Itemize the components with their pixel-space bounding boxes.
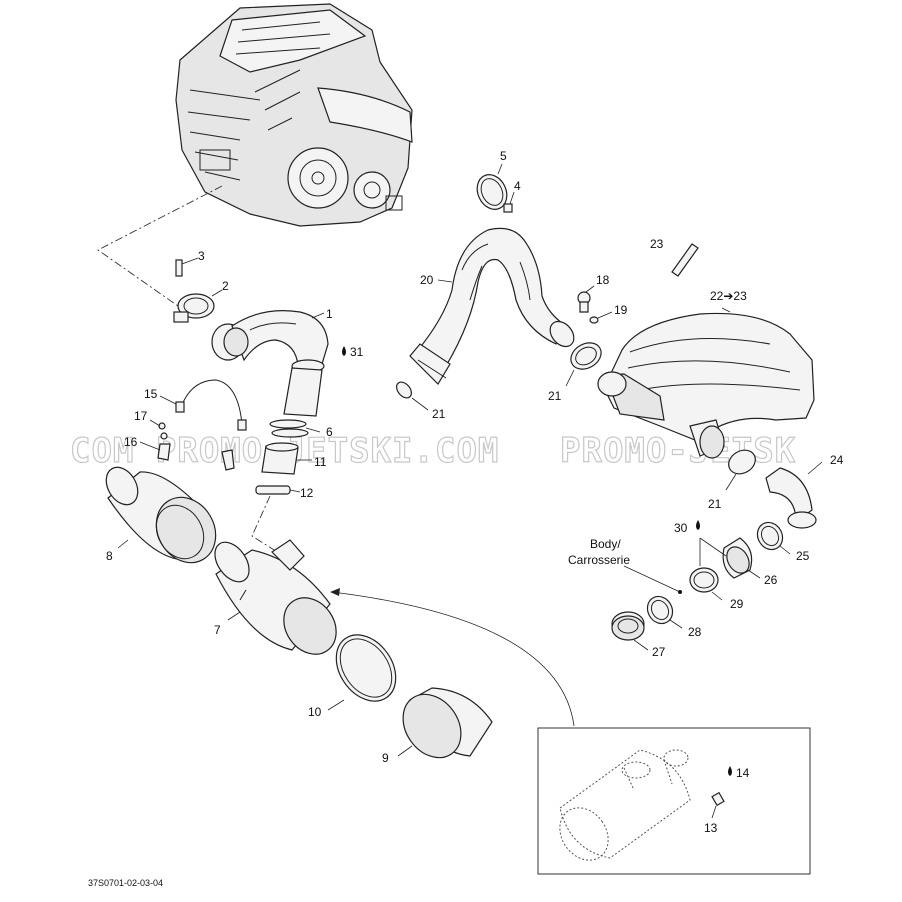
inset-arrow-head bbox=[330, 588, 340, 596]
callout-5: 5 bbox=[500, 149, 507, 163]
part-13-fitting bbox=[711, 791, 725, 807]
part-23-rod bbox=[671, 243, 699, 277]
callout-10: 10 bbox=[308, 705, 322, 719]
body-pointer-dot bbox=[678, 590, 682, 594]
drop-icon-31 bbox=[342, 346, 346, 356]
inset-muffler-illustration bbox=[559, 749, 725, 861]
callout-22: 22➔23 bbox=[710, 289, 747, 303]
callout-9: 9 bbox=[382, 751, 389, 765]
callout-20: 20 bbox=[420, 273, 434, 287]
part-21-clamp-right bbox=[725, 449, 756, 491]
part-17-screw bbox=[149, 419, 168, 440]
part-20-exhaust-hose bbox=[409, 227, 575, 385]
callout-2: 2 bbox=[222, 279, 229, 293]
callout-7: 7 bbox=[214, 623, 221, 637]
callout-31: 31 bbox=[350, 345, 364, 359]
callout-30: 30 bbox=[674, 521, 688, 535]
inset-frame bbox=[537, 727, 811, 875]
part-22-resonator bbox=[597, 307, 815, 459]
callout-24: 24 bbox=[830, 453, 844, 467]
watermark-right: PROMO-JETSK bbox=[560, 431, 796, 471]
part-19-washer bbox=[589, 311, 613, 324]
callout-19: 19 bbox=[614, 303, 628, 317]
part-3-stud bbox=[175, 257, 199, 277]
callout-29: 29 bbox=[730, 597, 744, 611]
body-pointer-line bbox=[623, 565, 681, 593]
part-18-cap bbox=[577, 285, 595, 313]
part-21-clamp-middle bbox=[565, 342, 602, 387]
callout-13: 13 bbox=[704, 821, 718, 835]
drop-icon-14 bbox=[728, 766, 732, 776]
callout-23: 23 bbox=[650, 237, 664, 251]
callout-15: 15 bbox=[144, 387, 158, 401]
body-label-line2: Carrosserie bbox=[568, 553, 630, 567]
part-16-bracket bbox=[139, 441, 235, 471]
engine-link-line bbox=[97, 185, 223, 307]
callout-6: 6 bbox=[326, 425, 333, 439]
callout-27: 27 bbox=[652, 645, 666, 659]
part-26-fitting bbox=[722, 537, 761, 579]
part-28-ring bbox=[646, 595, 683, 629]
part-29-seal bbox=[689, 537, 727, 601]
part-12-hose bbox=[255, 485, 301, 495]
part-25-clamp bbox=[756, 521, 791, 555]
part-2-clamp bbox=[173, 289, 223, 323]
callout-3: 3 bbox=[198, 249, 205, 263]
callout-14: 14 bbox=[736, 766, 750, 780]
body-label-line1: Body/ bbox=[590, 537, 621, 551]
callout-11: 11 bbox=[314, 455, 327, 469]
callout-1: 1 bbox=[326, 307, 333, 321]
part-4-nut bbox=[503, 191, 515, 213]
part-11-sleeve bbox=[261, 442, 312, 475]
part-9-end-cap bbox=[397, 687, 493, 759]
callout-28: 28 bbox=[688, 625, 702, 639]
reference-code: 37S0701-02-03-04 bbox=[88, 878, 163, 888]
callout-18: 18 bbox=[596, 273, 610, 287]
callout-4: 4 bbox=[514, 179, 521, 193]
part-27-nut bbox=[611, 611, 649, 651]
part-21-clamp-left bbox=[396, 381, 429, 411]
callout-21-left: 21 bbox=[432, 407, 446, 421]
part-15-hose bbox=[159, 379, 247, 431]
callout-17: 17 bbox=[134, 409, 148, 423]
part-8-muffler-shell bbox=[105, 466, 217, 564]
callout-21-middle: 21 bbox=[548, 389, 562, 403]
part-1-exhaust-elbow bbox=[211, 310, 329, 417]
drop-icon-30 bbox=[696, 520, 700, 530]
part-6-gasket bbox=[269, 419, 321, 438]
inset-arrow-curve bbox=[331, 591, 575, 727]
callout-8: 8 bbox=[106, 549, 113, 563]
engine-illustration bbox=[175, 3, 413, 227]
part-10-ring bbox=[327, 634, 397, 711]
callout-25: 25 bbox=[796, 549, 810, 563]
callout-21-right: 21 bbox=[708, 497, 722, 511]
muffler-link-line bbox=[251, 495, 291, 561]
part-7-muffler bbox=[214, 539, 337, 655]
callout-16: 16 bbox=[124, 435, 138, 449]
callout-26: 26 bbox=[764, 573, 778, 587]
callout-12: 12 bbox=[300, 486, 314, 500]
part-24-elbow bbox=[765, 461, 823, 529]
part-5-clamp bbox=[476, 163, 508, 210]
